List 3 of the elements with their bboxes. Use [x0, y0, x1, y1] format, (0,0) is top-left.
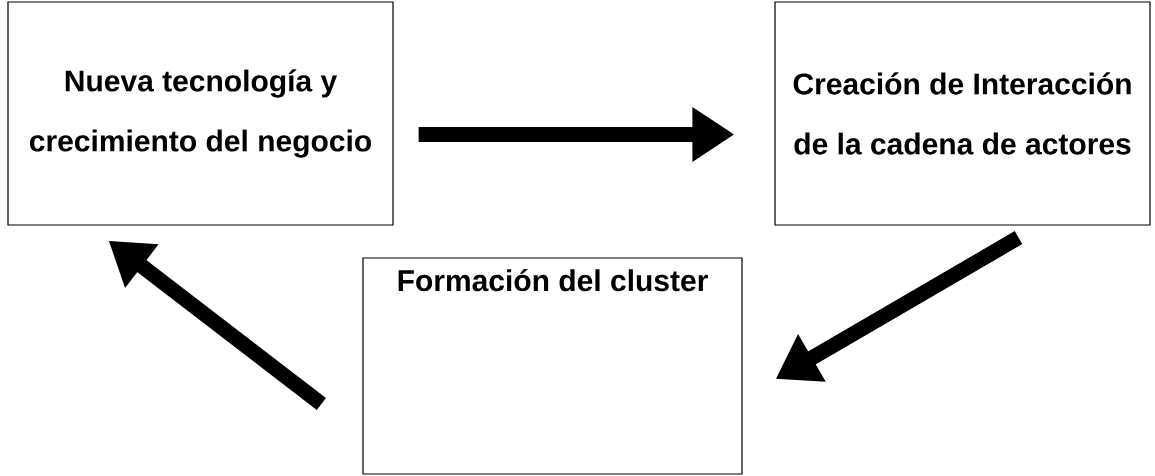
- process-box: Formación del cluster: [362, 257, 743, 475]
- process-box: Creación de Interacción de la cadena de actores: [774, 1, 1151, 226]
- process-box: Nueva tecnología y crecimiento del negocio: [7, 1, 394, 226]
